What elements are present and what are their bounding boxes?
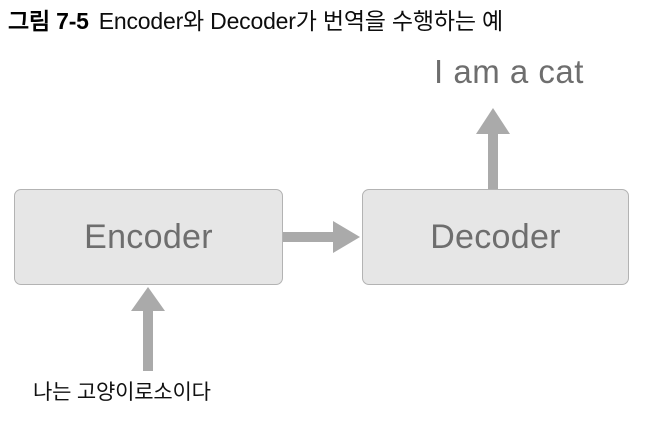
arrow-encoder-to-decoder bbox=[283, 221, 360, 253]
encoder-node-label: Encoder bbox=[84, 218, 213, 256]
encoder-node[interactable]: Encoder bbox=[14, 189, 283, 285]
figure-caption-number: 그림 7-5 bbox=[8, 8, 89, 34]
figure-caption-text: Encoder와 Decoder가 번역을 수행하는 예 bbox=[98, 8, 503, 34]
arrow-decoder-to-output bbox=[476, 108, 510, 189]
output-sentence-text: I am a cat bbox=[434, 53, 584, 90]
arrow-input-to-encoder bbox=[131, 287, 165, 371]
figure-caption: 그림 7-5 Encoder와 Decoder가 번역을 수행하는 예 bbox=[8, 5, 656, 37]
input-sentence-text: 나는 고양이로소이다 bbox=[33, 381, 211, 404]
decoder-node[interactable]: Decoder bbox=[362, 189, 629, 285]
decoder-node-label: Decoder bbox=[430, 218, 561, 256]
